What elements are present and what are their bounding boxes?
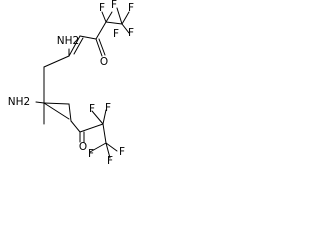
atom-label-f-bottom-1: F	[89, 103, 95, 115]
atom-labels: NH2 NH2 O O F F F F F F F F F F	[8, 0, 134, 165]
chemical-structure-diagram: NH2 NH2 O O F F F F F F F F F F	[8, 0, 134, 165]
bond	[102, 123, 107, 144]
bond	[121, 11, 130, 25]
bond	[35, 101, 45, 104]
atom-label-f-bottom-3: F	[88, 148, 94, 160]
bond	[105, 11, 113, 23]
bond	[68, 35, 81, 57]
atom-label-f-bottom-2: F	[105, 102, 111, 114]
bond	[89, 142, 107, 153]
atom-label-f-top-5: F	[113, 28, 119, 40]
bond	[105, 21, 123, 25]
bond	[43, 55, 70, 68]
bond	[79, 35, 97, 40]
bond-lines	[35, 7, 130, 159]
atom-label-f-bottom-5: F	[119, 146, 125, 158]
atom-label-o-top: O	[100, 56, 108, 68]
atom-label-f-top-2: F	[111, 0, 117, 11]
bond	[70, 120, 81, 133]
bond	[105, 142, 111, 159]
bond	[121, 23, 130, 34]
bond	[91, 110, 104, 125]
bond	[98, 38, 106, 56]
bond	[43, 102, 70, 120]
atom-label-o-bottom: O	[79, 141, 87, 153]
atom-label-f-bottom-4: F	[107, 155, 113, 165]
bond	[116, 7, 123, 25]
bond	[102, 109, 107, 125]
bond	[73, 37, 84, 55]
bond	[101, 11, 107, 23]
atom-label-f-top-3: F	[128, 2, 134, 14]
bond	[43, 102, 70, 105]
bond	[79, 123, 104, 133]
atom-label-nh2-bottom: NH2	[8, 96, 30, 108]
atom-label-f-top-4: F	[128, 27, 134, 39]
atom-label-nh2-top: NH2	[57, 35, 79, 47]
bond	[105, 142, 118, 152]
bond	[95, 38, 103, 57]
bond	[68, 103, 72, 122]
atom-label-f-top-1: F	[99, 2, 105, 14]
bond	[95, 21, 107, 40]
